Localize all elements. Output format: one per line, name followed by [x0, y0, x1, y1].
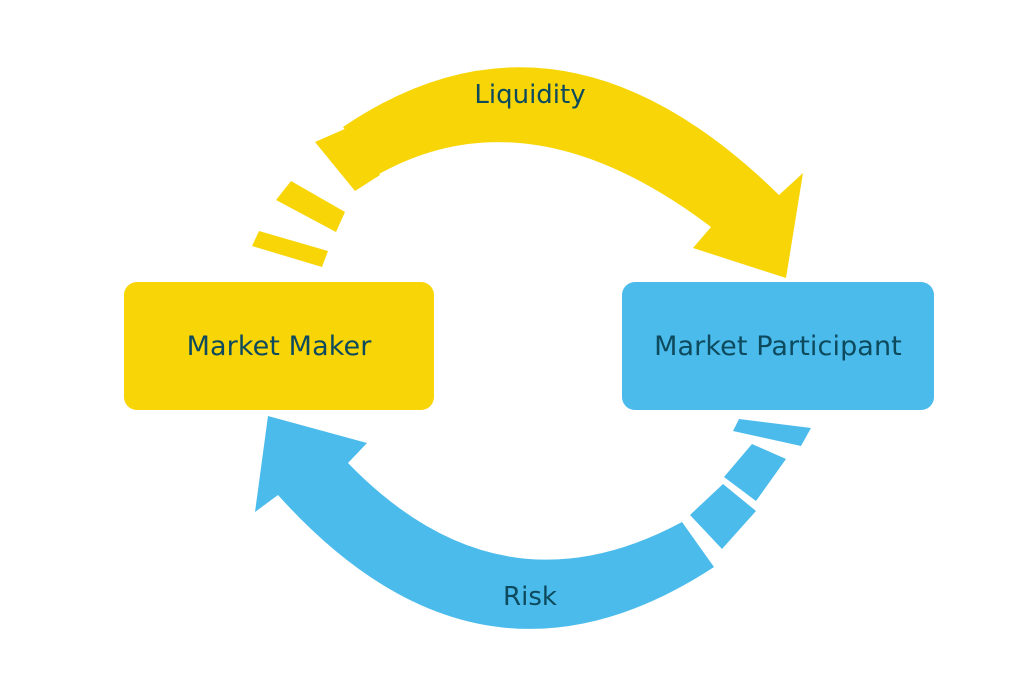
- liquidity-dash-3: [252, 231, 328, 267]
- risk-dash-2: [724, 444, 786, 501]
- risk-dash-1: [690, 484, 756, 549]
- risk-label: Risk: [503, 582, 557, 612]
- market-participant-label: Market Participant: [654, 330, 902, 362]
- liquidity-label: Liquidity: [474, 80, 586, 110]
- liquidity-dash-1: [315, 128, 380, 191]
- liquidity-dash-2: [276, 181, 345, 232]
- market-maker-box: Market Maker: [124, 282, 434, 410]
- market-participant-box: Market Participant: [622, 282, 934, 410]
- risk-arrow: [255, 416, 714, 629]
- liquidity-arrow: [343, 67, 803, 278]
- market-maker-label: Market Maker: [186, 330, 372, 362]
- risk-dash-3: [733, 419, 811, 446]
